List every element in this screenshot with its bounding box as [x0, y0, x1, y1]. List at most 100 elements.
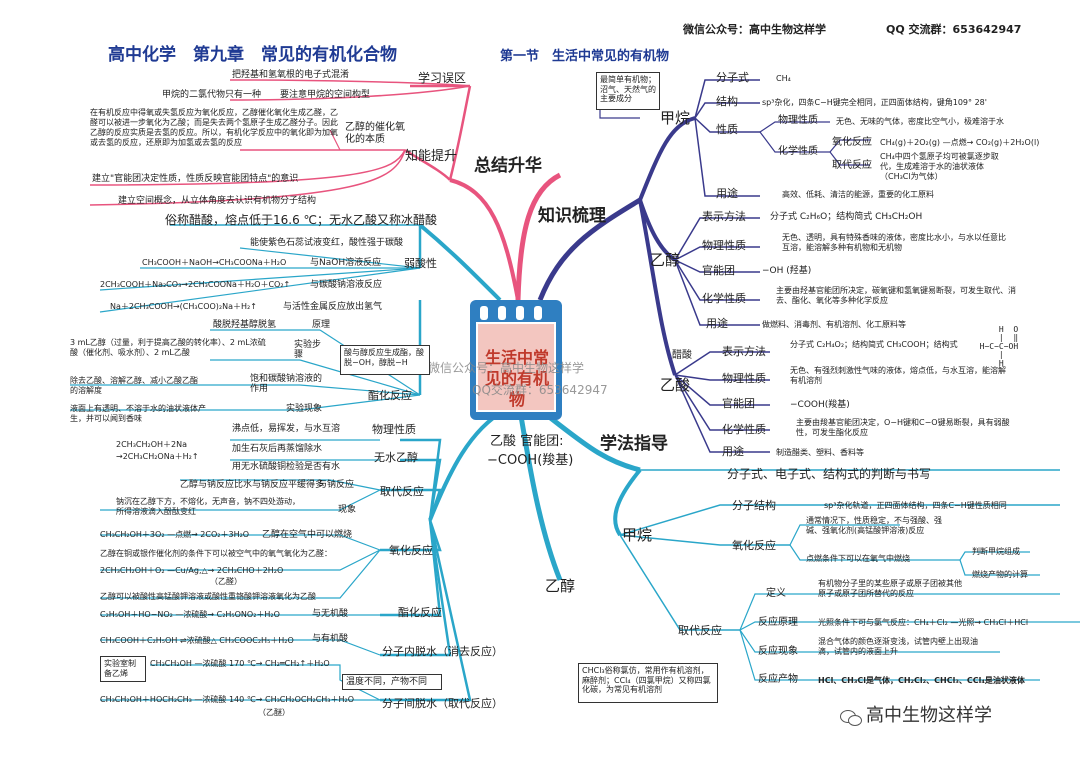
- methane-bot-principle-label: 反应原理: [758, 617, 798, 628]
- wechat-label: 微信公众号：高中生物这样学: [683, 23, 826, 36]
- branch-zhineng: 知能提升: [405, 149, 458, 164]
- wuqu-item-2: 甲烷的二氯代物只有一种: [162, 90, 262, 100]
- qq-group-label: QQ 交流群：653642947: [886, 23, 1022, 36]
- acetic-group-formula: −COOH(羧基): [487, 453, 574, 468]
- watermark-qq: QQ交流群：653642947: [472, 383, 608, 397]
- methane-bot-note-box: CHCl₃俗称氯仿，常用作有机溶剂，麻醉剂；CCl₄（四氯甲烷）又称四氯化碳，为…: [578, 663, 718, 703]
- ethanol-y1: 乙醇在铜或银作催化剂的条件下可以被空气中的氧气氧化为乙醛：: [100, 549, 332, 558]
- acid-r4-label: 与活性金属反应放出氢气: [283, 302, 383, 312]
- methane-bot-substitution-label: 取代反应: [678, 624, 722, 637]
- ethanol-substitution: 取代反应: [380, 485, 424, 498]
- ethanol-combustion-label: 乙醇在空气中可以燃烧: [262, 530, 353, 540]
- ethanol-top-use-label: 用途: [706, 317, 728, 330]
- methane-bot-def: 有机物分子里的某些原子或原子团被其他原子或原子团所替代的反应: [818, 579, 962, 599]
- footer-brand: 高中生物这样学: [866, 705, 992, 726]
- methane-bot-principle: 光照条件下可与氯气反应：CH₄＋Cl₂ —光照→ CH₃Cl＋HCl: [818, 618, 1029, 627]
- methane-physical-label: 物理性质: [778, 115, 818, 126]
- acid-r1: 能使紫色石蕊试液变红，酸性强于碳酸: [250, 238, 404, 248]
- methane-bot-oxidation-label: 氧化反应: [732, 539, 776, 552]
- branch-ethanol-top: 乙醇: [650, 251, 681, 269]
- methane-bot-structure: sp³杂化轨道，正四面体结构，四条C−H键性质相同: [824, 501, 1007, 510]
- wuqu-item-1: 把羟基和氢氧根的电子式混淆: [232, 70, 350, 80]
- branch-acid-top: 乙酸: [660, 376, 691, 394]
- center-title: 生活中常见的有机物: [484, 348, 549, 409]
- acid-top-physical-label: 物理性质: [722, 372, 766, 385]
- section-title: 第一节 生活中常见的有机物: [500, 49, 670, 64]
- methane-oxidation-label: 氧化反应: [832, 137, 872, 148]
- acid-z2: 3 mL乙醇（过量，利于提高乙酸的转化率）、2 mL浓硫酸（催化剂、吸水剂）、2…: [70, 338, 266, 358]
- acid-r3-label: 与碳酸钠溶液反应: [310, 280, 383, 290]
- branch-xuefa: 学法指导: [600, 434, 668, 454]
- ethanol-qd2-label: 现象: [338, 505, 357, 515]
- methane-oxidation-eq: CH₄(g)＋2O₂(g) —点燃→ CO₂(g)＋2H₂O(l): [880, 138, 1040, 147]
- ethanol-na-eq-2: →2CH₃CH₂ONa＋H₂↑: [116, 452, 199, 461]
- ethanol-top-use: 做燃料、消毒剂、有机溶剂、化工原料等: [762, 320, 906, 329]
- ethanol-na-eq-1: 2CH₃CH₂OH＋2Na: [116, 440, 187, 449]
- page-title: 高中化学 第九章 常见的有机化合物: [108, 45, 397, 65]
- methane-bot-products-label: 反应产物: [758, 674, 798, 685]
- ethanol-wuli-desc: 沸点低，易挥发，与水互溶: [232, 424, 341, 434]
- acid-r4-formula: Na＋2CH₃COOH→(CH₃COO)₂Na＋H₂↑: [110, 302, 257, 311]
- acid-top-group: −COOH(羧基): [790, 400, 850, 410]
- zhineng-item-1-label: 乙醇的催化氧化的本质: [345, 122, 405, 145]
- ethanol-top-chemical: 主要由羟基官能团所决定，碳氧键和氢氧键易断裂，可发生取代、消去、酯化、氧化等多种…: [776, 286, 1016, 306]
- branch-methane-top: 甲烷: [660, 109, 691, 127]
- ethanol-y2: 2CH₃CH₂OH＋O₂ —Cu/Ag,△→ 2CH₃CHO＋2H₂O: [100, 566, 284, 575]
- branch-zongjie: 总结升华: [474, 156, 542, 176]
- ethanol-intramolecular: 分子内脱水（消去反应）: [382, 645, 503, 658]
- acid-top-repr: 分子式 C₂H₄O₂；结构简式 CH₃COOH；结构式: [790, 340, 958, 349]
- methane-structure: sp³杂化，四条C−H键完全相同，正四面体结构，键角109° 28': [762, 98, 987, 107]
- methane-formula-label: 分子式: [716, 71, 749, 84]
- acid-top-alias: 醋酸: [672, 350, 692, 361]
- ethanol-qd1-label: 与钠反应: [318, 480, 355, 490]
- ethanol-y3: 乙醇可以被酸性高锰酸钾溶液或酸性重铬酸钾溶液氧化为乙酸: [100, 592, 316, 601]
- acid-z2-label: 实验步骤: [294, 340, 322, 361]
- ethanol-esterification: 酯化反应: [398, 606, 442, 619]
- ethanol-qd1: 乙醇与钠反应比水与钠反应平缓得多: [180, 480, 325, 490]
- methane-intro-box: 最简单有机物；沼气、天然气的主要成分: [596, 72, 660, 110]
- ethanol-lab-box: 实验室制备乙烯: [100, 656, 146, 682]
- methane-chemical-label: 化学性质: [778, 146, 818, 157]
- acid-top-group-label: 官能团: [722, 397, 755, 410]
- acid-top-use-label: 用途: [722, 445, 744, 458]
- ethanol-top-repr-label: 表示方法: [702, 210, 746, 223]
- acid-top-physical: 无色、有强烈刺激性气味的液体，熔点低，与水互溶，能溶解有机溶剂: [790, 366, 1006, 386]
- ethanol-oxidation: 氧化反应: [389, 544, 433, 557]
- methane-formula: CH₄: [776, 74, 791, 83]
- methane-substitution-label: 取代反应: [832, 160, 872, 171]
- wechat-logo-icon: [840, 710, 862, 726]
- ethanol-zh1: C₂H₅OH＋HO−NO₂ —浓硫酸→ C₂H₅ONO₂＋H₂O: [100, 610, 280, 619]
- methane-properties-label: 性质: [716, 123, 738, 136]
- methane-structure-label: 结构: [716, 95, 738, 108]
- ethanol-top-repr: 分子式 C₂H₆O；结构简式 CH₃CH₂OH: [770, 212, 923, 222]
- ethanol-fj1: CH₃CH₂OH＋HOCH₂CH₃ —浓硫酸 140 ℃→ CH₃CH₂OCH₂…: [100, 695, 355, 704]
- acid-weak-acidity: 弱酸性: [404, 257, 437, 270]
- ethanol-top-physical-label: 物理性质: [702, 239, 746, 252]
- methane-bot-formula-skill: 分子式、电子式、结构式的判断与书写: [727, 467, 932, 481]
- acid-z1-label: 原理: [312, 320, 331, 330]
- ethanol-anhydrous: 无水乙醇: [374, 451, 418, 464]
- acid-z3: 除去乙酸、溶解乙醇、减小乙酸乙酯的溶解度: [70, 376, 198, 396]
- ethanol-zh2: CH₃COOH＋C₂H₅OH ⇌浓硫酸△ CH₃COOC₂H₅＋H₂O: [100, 636, 294, 645]
- methane-use-label: 用途: [716, 187, 738, 200]
- ethanol-top-group-label: 官能团: [702, 264, 735, 277]
- branch-ethanol-bot: 乙醇: [545, 577, 576, 595]
- methane-bot-structure-label: 分子结构: [732, 499, 776, 512]
- ethanol-fj1-ether: （乙醚）: [258, 708, 290, 717]
- ethanol-fz1: CH₃CH₂OH —浓硫酸 170 ℃→ CH₂═CH₂↑＋H₂O: [150, 659, 330, 668]
- branch-methane-bot: 甲烷: [622, 526, 653, 544]
- ethanol-zh2-label: 与有机酸: [312, 634, 349, 644]
- ethanol-top-group: −OH (羟基): [762, 266, 812, 276]
- zhineng-item-1: 在有机反应中得氧或失氢反应为氧化反应，乙醇催化氧化生成乙醛，乙醛可以被进一步氧化…: [90, 108, 338, 147]
- acid-r2-formula: CH₃COOH＋NaOH→CH₃COONa＋H₂O: [142, 258, 287, 267]
- acid-common-name: 俗称醋酸，熔点低于16.6 ℃；无水乙酸又称冰醋酸: [165, 213, 438, 227]
- methane-bot-def-label: 定义: [766, 588, 786, 599]
- acetic-group-note: 乙酸 官能团:: [490, 434, 564, 449]
- zhineng-item-2: 建立"官能团决定性质，性质反映官能团特点"的意识: [92, 174, 299, 184]
- ethanol-qd2: 钠沉在乙醇下方，不熔化，无声音，钠不四处游动，所得溶液滴入酚酞变红: [116, 497, 300, 517]
- ethanol-intermolecular: 分子间脱水（取代反应）: [382, 697, 503, 710]
- acid-top-repr-label: 表示方法: [722, 345, 766, 358]
- ethanol-top-chemical-label: 化学性质: [702, 292, 746, 305]
- acid-top-chemical: 主要由羧基官能团决定，O−H键和C−O键易断裂，具有弱酸性，可发生酯化反应: [796, 418, 1010, 438]
